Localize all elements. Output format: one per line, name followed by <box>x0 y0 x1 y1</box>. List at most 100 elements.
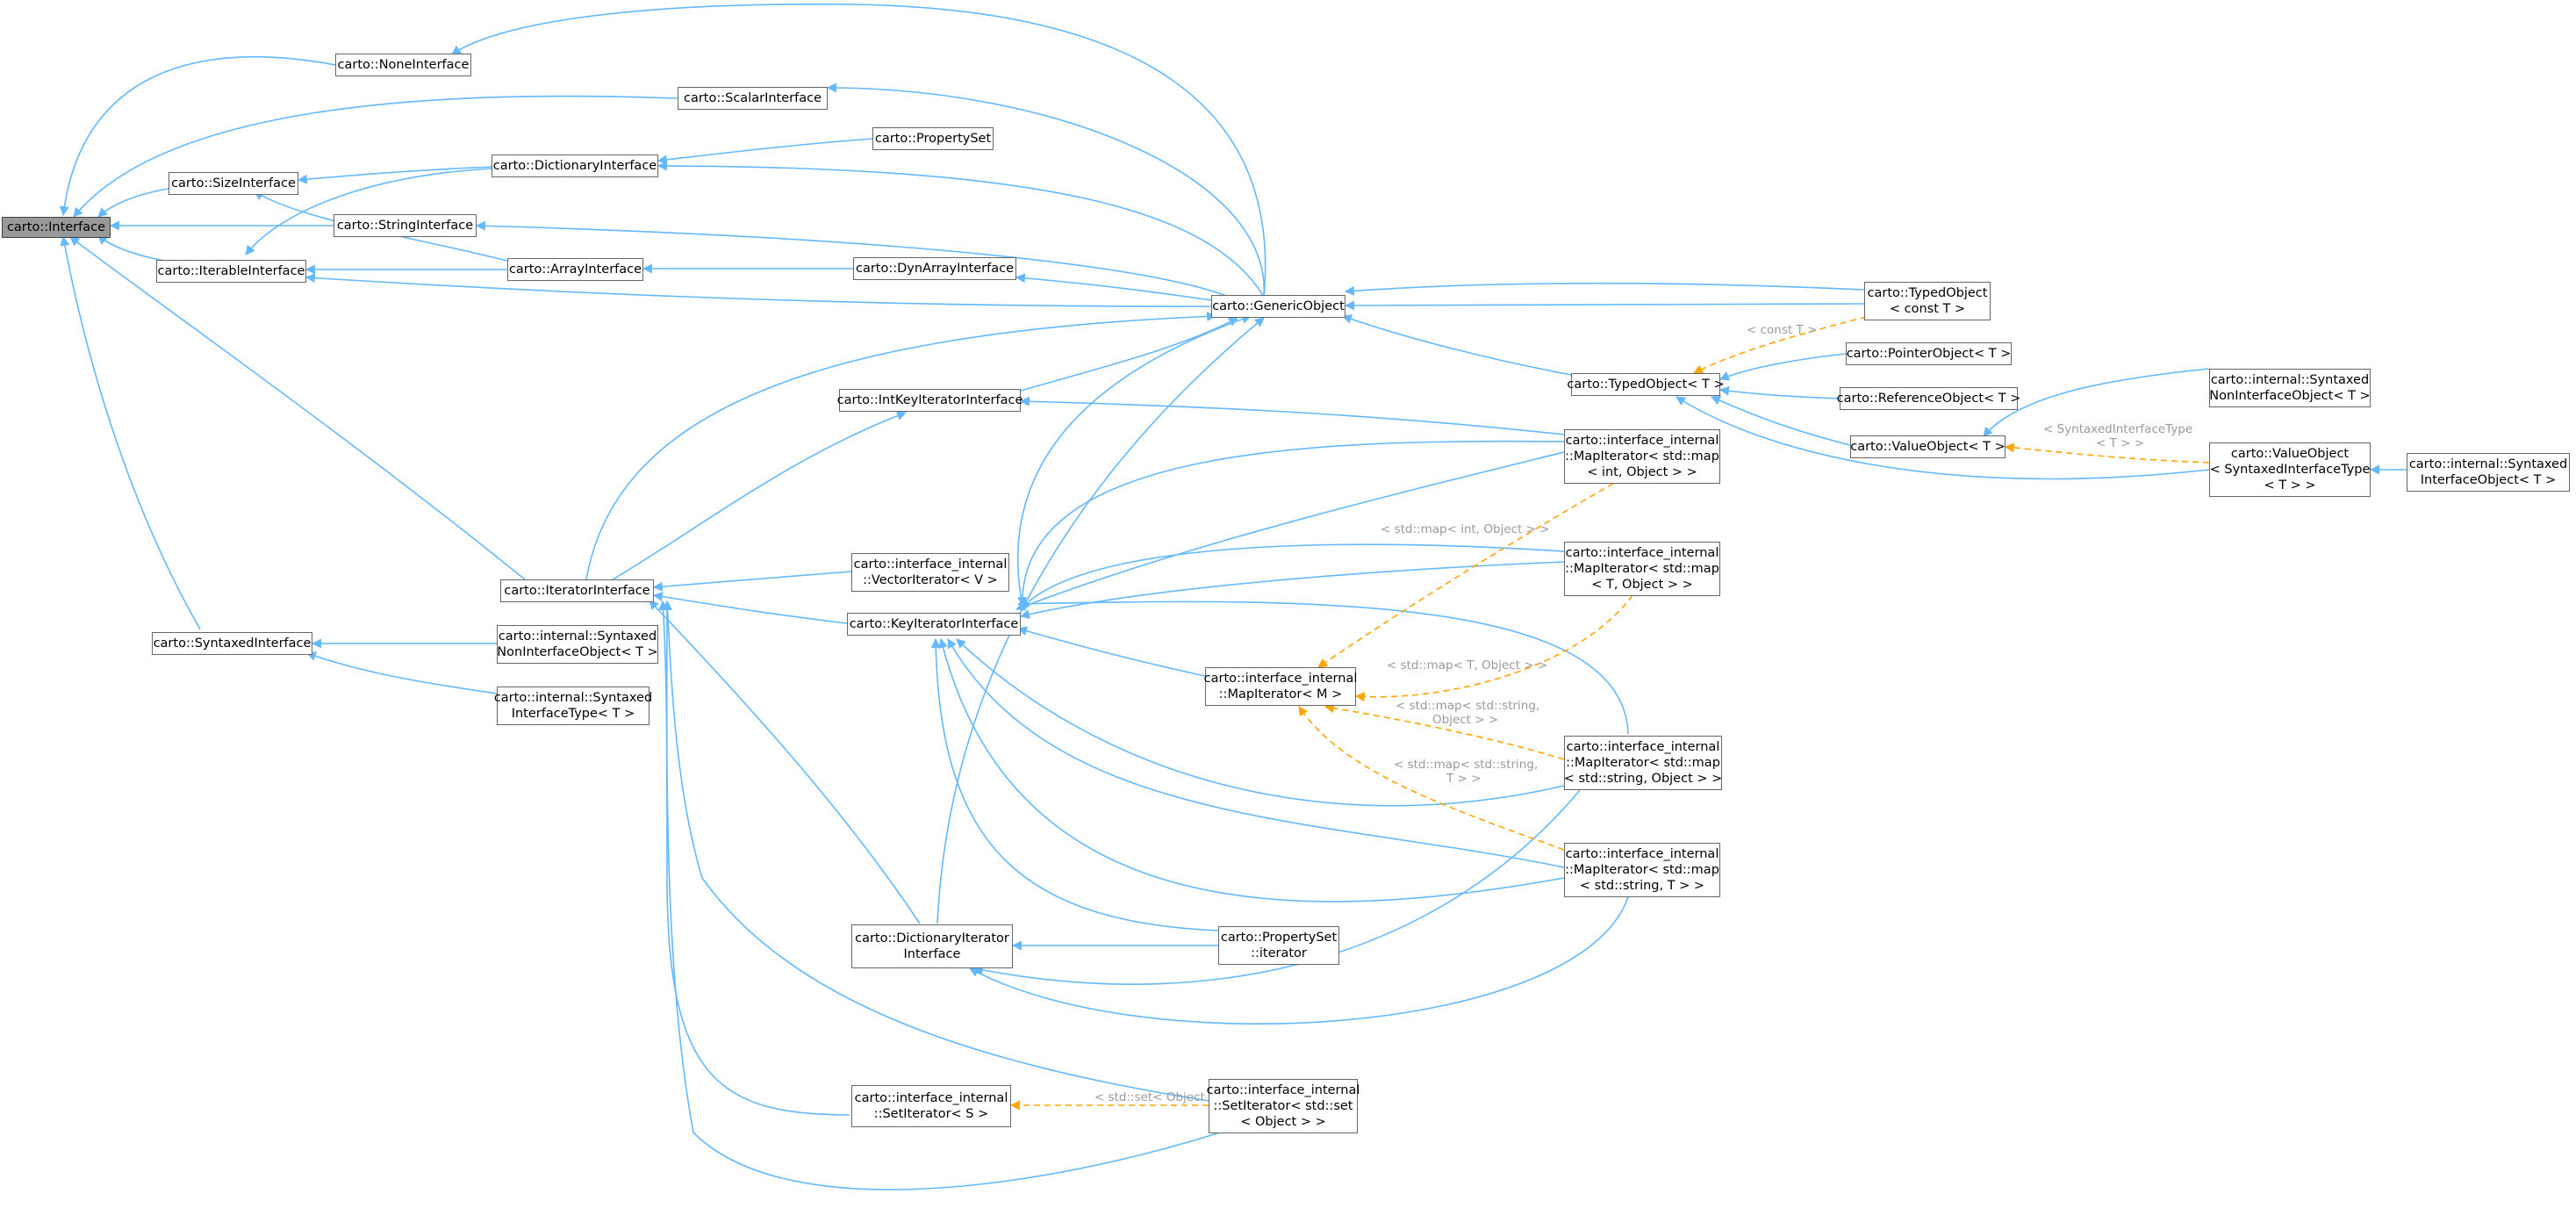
class-node-label-line: carto::PropertySet <box>874 132 992 146</box>
class-node-label-line: carto::interface_internal <box>1203 672 1358 686</box>
edge-label-set-object: < std::set< Object > > <box>1094 1090 1232 1104</box>
class-node-dyn-array-interface[interactable]: carto::DynArrayInterface <box>853 257 1016 280</box>
edge-genericobject-iterableinterface <box>305 273 1212 307</box>
class-node-label-line: < const T > <box>1889 302 1966 316</box>
class-node-pointer-object[interactable]: carto::PointerObject< T > <box>1846 342 2012 365</box>
class-node-none-interface[interactable]: carto::NoneInterface <box>335 54 471 76</box>
class-node-dictionary-interface[interactable]: carto::DictionaryInterface <box>492 155 658 177</box>
class-node-label-line: ::iterator <box>1251 946 1307 960</box>
edge-mapitert-keyiterator <box>1020 543 1565 610</box>
edge-label-const-t: < const T > <box>1747 323 1817 337</box>
tedge-mapitert-mapiterm <box>1354 594 1633 702</box>
class-node-label-line: carto::NoneInterface <box>337 58 470 72</box>
class-node-int-key-iterator-interface[interactable]: carto::IntKeyIteratorInterface <box>837 389 1023 412</box>
class-node-label-line: carto::interface_internal <box>1565 546 1719 560</box>
class-node-label: carto::PropertySet::iterator <box>1221 930 1337 961</box>
class-node-label-line: < int, Object > > <box>1587 465 1697 479</box>
class-node-set-iterator-s[interactable]: carto::interface_internal::SetIterator< … <box>851 1085 1011 1127</box>
class-node-label-line: carto::interface_internal <box>1206 1083 1360 1097</box>
class-node-property-set[interactable]: carto::PropertySet <box>872 127 994 150</box>
class-node-label-line: carto::SizeInterface <box>171 176 296 191</box>
class-node-label-line: ::MapIterator< std::map <box>1565 562 1719 576</box>
class-node-map-iter-tobject[interactable]: carto::interface_internal::MapIterator< … <box>1564 542 1720 596</box>
class-node-label-line: carto::TypedObject <box>1867 286 1988 300</box>
class-node-label: carto::PointerObject< T > <box>1847 346 2012 362</box>
class-node-typed-object[interactable]: carto::TypedObject< T > <box>1567 373 1725 396</box>
class-node-label-line: < T > > <box>2264 478 2316 493</box>
edge-typedobjectconst2-genericobject <box>1344 300 1865 311</box>
class-node-map-iterator-m[interactable]: carto::interface_internal::MapIterator< … <box>1203 667 1358 706</box>
class-node-label: carto::ScalarInterface <box>684 90 822 106</box>
edge-label-syntaxed-line-2: < T > > <box>2096 436 2144 450</box>
edge-dictionaryinterface-sizeinterface <box>297 166 492 184</box>
class-node-label-line: carto::SyntaxedInterface <box>153 636 312 651</box>
edge-mapitert2-keyiterator <box>1019 561 1565 620</box>
class-node-label-line: < T, Object > > <box>1591 578 1693 592</box>
class-node-reference-object[interactable]: carto::ReferenceObject< T > <box>1837 387 2020 410</box>
class-node-label-line: ::SetIterator< S > <box>873 1107 989 1121</box>
class-node-label-line: < Object > > <box>1240 1115 1326 1129</box>
class-node-set-iterator-set-object[interactable]: carto::interface_internal::SetIterator< … <box>1206 1079 1360 1133</box>
class-node-label-line: carto::DictionaryIterator <box>855 931 1009 946</box>
inheritance-edges <box>59 3 2407 1190</box>
class-node-label-line: carto::DynArrayInterface <box>855 262 1015 276</box>
edge-keyiterator-genericobject <box>1016 314 1252 607</box>
class-node-label-line: carto::ValueObject< T > <box>1850 440 2006 454</box>
class-node-label-line: carto::internal::Syntaxed <box>2408 457 2568 471</box>
class-node-label-line: carto::StringInterface <box>336 219 474 233</box>
class-node-label: carto::interface_internal::VectorIterato… <box>854 557 1008 588</box>
edge-syntaxedinterface-interface <box>60 235 201 630</box>
class-node-property-set-iterator[interactable]: carto::PropertySet::iterator <box>1218 926 1339 965</box>
class-node-size-interface[interactable]: carto::SizeInterface <box>169 172 298 195</box>
class-node-value-object[interactable]: carto::ValueObject< T > <box>1850 435 2006 458</box>
class-node-iterable-interface[interactable]: carto::IterableInterface <box>156 260 306 283</box>
class-node-label: carto::interface_internal::MapIterator< … <box>1565 433 1719 480</box>
class-node-label-line: carto::interface_internal <box>854 1091 1008 1105</box>
class-node-label-line: NonInterfaceObject< T > <box>497 645 658 659</box>
class-node-map-iter-int-object[interactable]: carto::interface_internal::MapIterator< … <box>1564 429 1720 484</box>
class-node-map-iter-string-t[interactable]: carto::interface_internal::MapIterator< … <box>1564 843 1720 897</box>
template-edges <box>1009 311 2210 1111</box>
class-node-value-object-syntaxed[interactable]: carto::ValueObject< SyntaxedInterfaceTyp… <box>2209 442 2371 497</box>
class-node-label: carto::interface_internal::MapIterator< … <box>1564 739 1723 787</box>
class-node-string-interface[interactable]: carto::StringInterface <box>334 214 477 237</box>
edge-iteratorinterface-intkeyiterator <box>605 411 908 585</box>
edge-label-map-string-object-line-1: < std::map< std::string, <box>1396 699 1539 713</box>
class-node-iterator-interface[interactable]: carto::IteratorInterface <box>500 579 654 602</box>
class-node-vector-iterator[interactable]: carto::interface_internal::VectorIterato… <box>851 553 1009 592</box>
class-node-label-line: ::MapIterator< M > <box>1218 687 1343 701</box>
class-node-typed-object-const[interactable]: carto::TypedObject< const T > <box>1864 282 1991 320</box>
class-node-label-line: carto::interface_internal <box>1566 740 1720 754</box>
class-node-interface[interactable]: carto::Interface <box>2 217 111 238</box>
class-node-label-line: Interface <box>903 947 961 961</box>
edge-valueobjectsyntaxed-typedobject <box>1675 396 2210 480</box>
class-node-generic-object[interactable]: carto::GenericObject <box>1211 295 1345 318</box>
edge-sizeinterface-interface <box>97 188 169 218</box>
class-node-label-line: carto::ArrayInterface <box>508 262 642 277</box>
edge-iterableinterface-interface <box>97 234 169 262</box>
edge-typedobjectconst-genericobject <box>1344 282 1865 296</box>
edge-mapiterstringobj-keyiterator <box>1016 599 1629 735</box>
class-node-syntaxed-interface[interactable]: carto::SyntaxedInterface <box>152 632 312 655</box>
class-node-scalar-interface[interactable]: carto::ScalarInterface <box>678 87 828 110</box>
edge-label-syntaxed-interface-type: < SyntaxedInterfaceType < T > > <box>2043 422 2196 450</box>
class-node-label: carto::interface_internal::MapIterator< … <box>1565 545 1719 593</box>
class-node-key-iterator-interface[interactable]: carto::KeyIteratorInterface <box>847 613 1021 636</box>
class-node-label-line: NonInterfaceObject< T > <box>2209 389 2371 403</box>
edge-setiterators-iteratorinterface <box>658 600 850 1116</box>
class-node-array-interface[interactable]: carto::ArrayInterface <box>507 258 643 281</box>
edge-genericobject-dynarrayinterface <box>1015 273 1212 301</box>
tedge-mapiterstringt-mapiterm <box>1298 706 1565 851</box>
class-node-map-iter-string-object[interactable]: carto::interface_internal::MapIterator< … <box>1564 736 1722 790</box>
class-node-label: carto::IntKeyIteratorInterface <box>837 392 1023 408</box>
tedge-mapiterstringobj-mapiterm <box>1324 703 1565 760</box>
edge-noneinterface-interface <box>59 55 336 217</box>
